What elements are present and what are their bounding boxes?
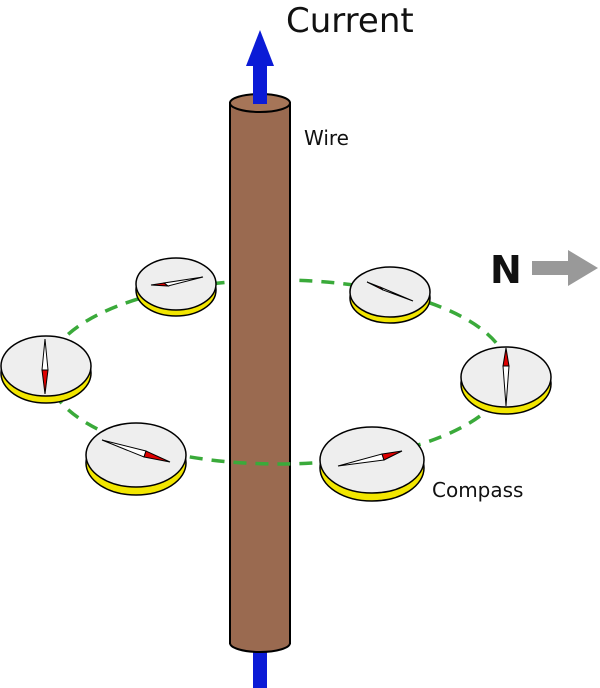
needle-red — [150, 282, 170, 287]
wire — [229, 93, 291, 653]
compass-right — [460, 346, 552, 415]
compass-left — [0, 335, 92, 404]
compass-front-right — [319, 426, 425, 502]
wire-label: Wire — [304, 126, 349, 150]
needle-red — [41, 369, 49, 395]
needle-red — [502, 347, 510, 367]
north-arrow — [532, 250, 598, 286]
north-label: N — [490, 248, 522, 292]
needle-red — [143, 450, 171, 463]
compass-front-left — [85, 422, 187, 496]
compass-back-left — [135, 257, 217, 317]
needle-red — [366, 281, 384, 291]
compass-back-right — [349, 266, 431, 324]
needle-red — [381, 450, 403, 461]
current-arrow-top — [246, 30, 274, 104]
current-label: Current — [286, 1, 414, 41]
compass-label: Compass — [432, 478, 523, 502]
field-line-front — [46, 371, 510, 466]
